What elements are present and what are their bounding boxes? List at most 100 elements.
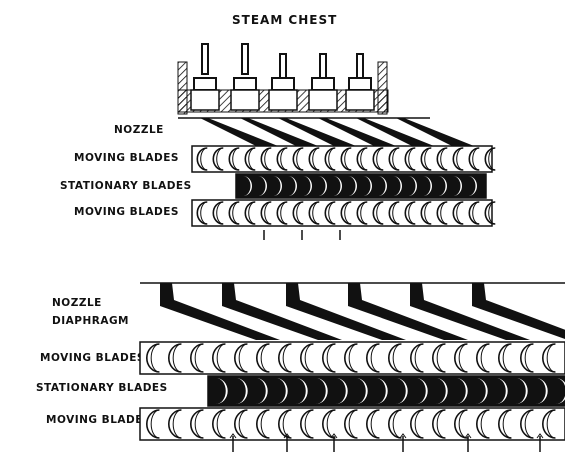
blade-row-frame xyxy=(235,173,487,199)
moving-blade xyxy=(244,201,256,225)
valve xyxy=(308,53,338,111)
valve-seat xyxy=(268,89,298,111)
moving-blade-inner xyxy=(232,201,240,225)
flow-arrow-line xyxy=(239,309,283,323)
moving-blades-label-top-2: MOVING BLADES xyxy=(74,206,179,218)
moving-blade-inner xyxy=(424,201,432,225)
moving-blade-inner xyxy=(296,147,304,171)
moving-blade-inner xyxy=(458,409,468,439)
moving-blade xyxy=(292,147,304,171)
stationary-blade xyxy=(288,176,297,196)
stationary-blade-row-bottom xyxy=(207,375,565,407)
moving-blade-inner xyxy=(392,147,400,171)
moving-blade xyxy=(366,409,380,439)
stationary-blade xyxy=(356,378,368,404)
stationary-blade xyxy=(273,176,282,196)
moving-blade xyxy=(432,409,446,439)
stationary-blades-label-bottom: STATIONARY BLADES xyxy=(36,382,168,394)
moving-blade-inner xyxy=(194,409,204,439)
moving-blade xyxy=(278,343,292,373)
nozzle-diaphragm-bottom xyxy=(140,282,565,340)
exit-arrow-head xyxy=(229,433,237,439)
moving-blade-inner xyxy=(232,147,240,171)
moving-blade-inner xyxy=(328,147,336,171)
moving-blade xyxy=(468,201,480,225)
moving-blade xyxy=(340,147,352,171)
moving-blade xyxy=(520,409,534,439)
moving-blade-inner xyxy=(296,201,304,225)
stationary-blade xyxy=(318,176,327,196)
moving-blade-row-top-1 xyxy=(191,145,496,173)
moving-blade-inner xyxy=(328,201,336,225)
moving-blade-inner xyxy=(440,201,448,225)
valve xyxy=(190,43,220,111)
moving-blade xyxy=(420,147,432,171)
stationary-blade xyxy=(236,378,248,404)
moving-blade-row-top-2 xyxy=(191,199,496,227)
moving-blade xyxy=(542,343,556,373)
stationary-blade xyxy=(378,176,387,196)
moving-blade xyxy=(356,201,368,225)
stationary-blade xyxy=(536,378,548,404)
moving-blade xyxy=(388,201,400,225)
steam-flow-arrows xyxy=(229,230,544,452)
moving-blade xyxy=(168,343,182,373)
moving-blade-inner xyxy=(458,343,468,373)
moving-blade xyxy=(300,409,314,439)
moving-blade-inner xyxy=(480,343,490,373)
stationary-blade xyxy=(516,378,528,404)
moving-blade xyxy=(322,343,336,373)
moving-blade-inner xyxy=(524,409,534,439)
moving-blade-inner xyxy=(348,343,358,373)
moving-blade-inner xyxy=(280,147,288,171)
moving-blade xyxy=(324,147,336,171)
nozzle-row-top xyxy=(178,117,474,146)
valve-body xyxy=(348,77,372,91)
moving-blade xyxy=(260,147,272,171)
moving-blade-inner xyxy=(238,343,248,373)
moving-blade-inner xyxy=(376,201,384,225)
moving-blade xyxy=(372,147,384,171)
moving-blade xyxy=(468,147,480,171)
moving-blade xyxy=(196,201,208,225)
valve-stem xyxy=(241,43,249,75)
moving-blade xyxy=(234,343,248,373)
moving-blade-inner xyxy=(312,147,320,171)
stationary-blades-label-top: STATIONARY BLADES xyxy=(60,180,192,192)
flow-arrow-line xyxy=(303,309,347,323)
moving-blade-inner xyxy=(456,201,464,225)
moving-blade-inner xyxy=(424,147,432,171)
moving-blade xyxy=(454,343,468,373)
stationary-blade xyxy=(423,176,432,196)
moving-blade xyxy=(340,201,352,225)
moving-blade xyxy=(276,201,288,225)
moving-blade-inner xyxy=(488,201,496,225)
valve xyxy=(345,53,375,111)
moving-blade xyxy=(452,147,464,171)
moving-blade xyxy=(308,201,320,225)
moving-blade-inner xyxy=(344,201,352,225)
flow-arrow-line xyxy=(211,121,241,135)
moving-blade-inner xyxy=(280,201,288,225)
moving-blade-inner xyxy=(370,343,380,373)
stationary-blade xyxy=(216,378,228,404)
stationary-blade xyxy=(468,176,477,196)
stationary-blade xyxy=(276,378,288,404)
moving-blade-inner xyxy=(216,409,226,439)
moving-blade xyxy=(498,409,512,439)
moving-blade xyxy=(322,409,336,439)
stationary-blade xyxy=(243,176,252,196)
moving-blade xyxy=(388,343,402,373)
stationary-blade xyxy=(258,176,267,196)
moving-blade-inner xyxy=(260,343,270,373)
flow-arrow-line xyxy=(177,309,221,323)
moving-blade-inner xyxy=(248,147,256,171)
exit-arrow-head xyxy=(399,433,407,439)
moving-blade xyxy=(146,409,160,439)
moving-blade-inner xyxy=(392,201,400,225)
moving-blade xyxy=(344,343,358,373)
moving-blade xyxy=(212,201,224,225)
moving-blade-inner xyxy=(456,147,464,171)
stationary-blade xyxy=(436,378,448,404)
